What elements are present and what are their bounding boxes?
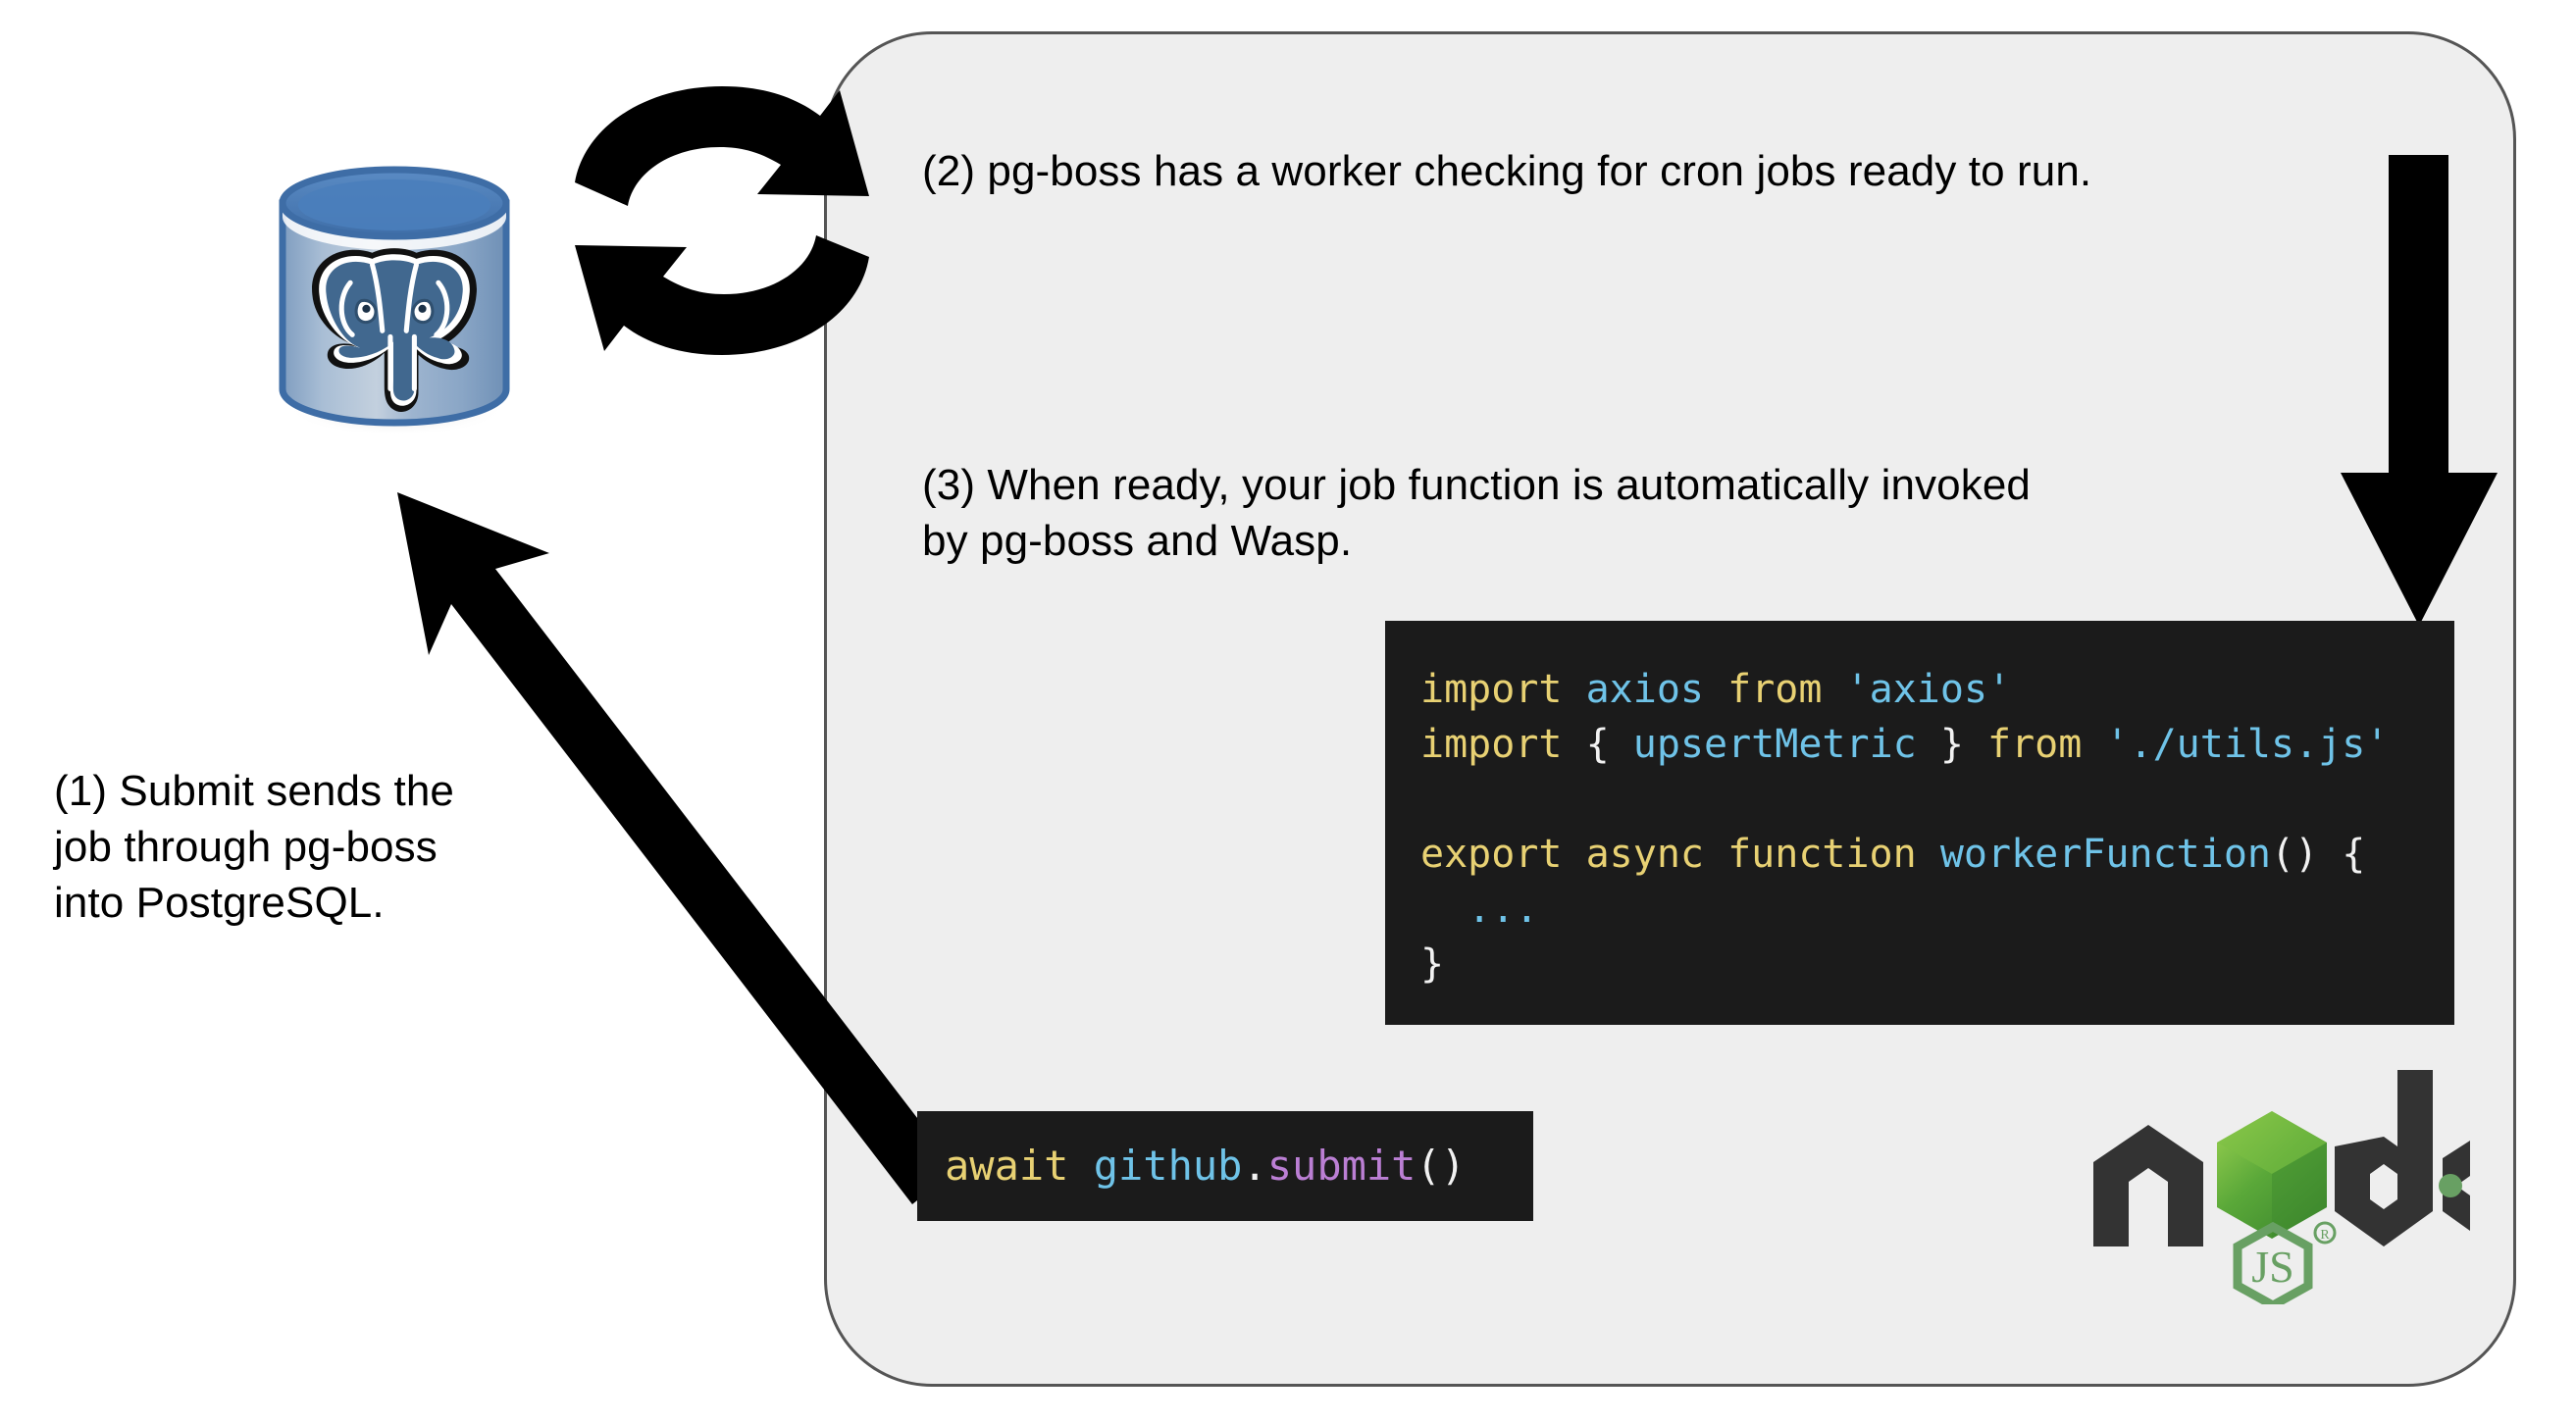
code-token: } xyxy=(1420,941,1445,987)
code-token: workerFunction xyxy=(1939,832,2271,877)
code-token: ... xyxy=(1468,887,1539,932)
code-token: axios xyxy=(1585,667,1705,712)
code-token: () { xyxy=(2270,832,2366,877)
code-token: import xyxy=(1420,667,1563,712)
code-token: () xyxy=(1416,1142,1467,1190)
nodejs-letter-n xyxy=(2093,1125,2203,1246)
code-token: from xyxy=(1986,722,2083,767)
code-token xyxy=(1068,1142,1093,1190)
code-token xyxy=(2082,722,2105,767)
code-token: { xyxy=(1562,722,1633,767)
nodejs-logo: JS R xyxy=(2078,1064,2470,1311)
code-token: github xyxy=(1093,1142,1243,1190)
code-token xyxy=(1704,667,1727,712)
code-token: 'axios' xyxy=(1845,667,2012,712)
code-token xyxy=(1563,667,1586,712)
postgresql-database-logo xyxy=(257,152,532,446)
caption-step-1: (1) Submit sends the job through pg-boss… xyxy=(54,767,454,928)
code-token: await xyxy=(945,1142,1069,1190)
code-token: upsertMetric xyxy=(1632,722,1917,767)
code-token: submit xyxy=(1266,1142,1417,1190)
worker-function-code-block: import axios from 'axios' import { upser… xyxy=(1385,621,2454,1025)
svg-text:R: R xyxy=(2320,1228,2330,1243)
caption-step-2: (2) pg-boss has a worker checking for cr… xyxy=(922,147,2092,195)
code-token: from xyxy=(1727,667,1823,712)
nodejs-hexagon-o xyxy=(2217,1111,2327,1239)
nodejs-trademark-icon: R xyxy=(2313,1221,2337,1245)
code-token xyxy=(1822,667,1845,712)
code-token: import xyxy=(1420,722,1563,767)
submit-call-code-block: await github.submit() xyxy=(917,1111,1533,1221)
code-token: . xyxy=(1242,1142,1267,1190)
code-token xyxy=(1420,887,1468,932)
code-token: './utils.js' xyxy=(2105,722,2390,767)
code-token: export async function xyxy=(1420,832,1917,877)
code-token xyxy=(1917,832,1940,877)
caption-step-3: (3) When ready, your job function is aut… xyxy=(922,461,2031,566)
nodejs-js-badge: JS xyxy=(2233,1221,2313,1311)
code-token: } xyxy=(1916,722,1987,767)
nodejs-letter-d xyxy=(2335,1070,2433,1246)
svg-text:JS: JS xyxy=(2251,1242,2293,1292)
